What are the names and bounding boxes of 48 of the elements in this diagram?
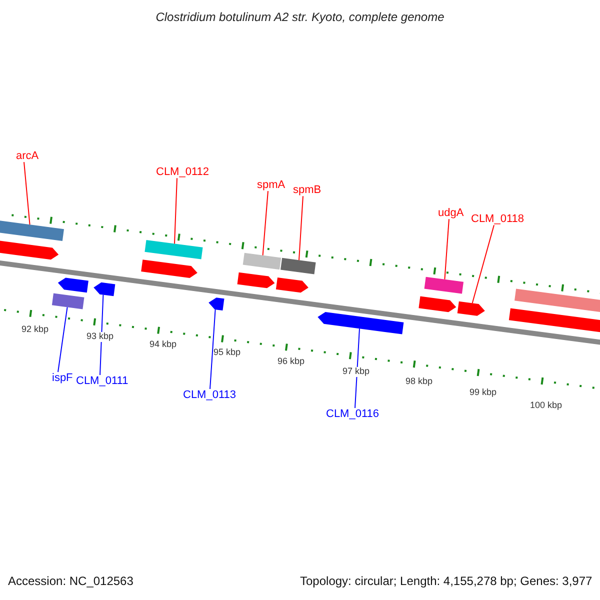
gene-label: CLM_0118 — [471, 213, 524, 226]
gene-bar — [242, 252, 282, 270]
scale-label: 94 kbp — [150, 340, 177, 350]
gene-label: ispF — [52, 372, 73, 384]
cds-feature — [508, 308, 600, 334]
cds-feature — [237, 272, 275, 288]
gene-bar — [424, 276, 464, 294]
scale-label: 99 kbp — [470, 388, 497, 398]
scale-label: 97 kbp — [342, 367, 370, 377]
gene-label: CLM_0113 — [183, 389, 236, 402]
cds-feature — [418, 296, 456, 312]
leader-line — [472, 224, 494, 304]
scale-label: 98 kbp — [406, 377, 433, 387]
gene-label: CLM_0112 — [156, 166, 209, 178]
cds-feature — [276, 277, 308, 293]
gene-label: arcA — [16, 150, 39, 162]
gene-bar — [280, 258, 316, 274]
cds-feature — [58, 278, 88, 293]
gene-bar — [514, 288, 600, 314]
gene-bar — [144, 240, 203, 260]
gene-label: spmB — [293, 184, 322, 196]
leader-line — [58, 306, 68, 372]
chart-title: Clostridium botulinum A2 str. Kyoto, complete genome — [154, 11, 446, 24]
cds-feature — [141, 260, 198, 278]
cds-feature — [0, 240, 59, 260]
gene-label: CLM_0111 — [76, 375, 128, 388]
leader-line — [354, 328, 360, 408]
scale-label: 92 kbp — [22, 325, 49, 335]
scale-label: 93 kbp — [86, 332, 114, 342]
scale-label: 96 kbp — [278, 357, 305, 367]
scale-label: 100 kbp — [530, 401, 562, 411]
cds-feature — [318, 312, 404, 334]
scale-label: 95 kbp — [214, 348, 241, 358]
footer-text: Topology: circular; Length: 4,155,278 bp; Genes: 3,977 — [300, 575, 592, 588]
cds-feature — [208, 298, 224, 311]
gene-label: spmA — [257, 179, 286, 192]
cds-feature — [94, 282, 116, 296]
gene-label: udgA — [438, 207, 464, 220]
footer-text: Accession: NC_012563 — [8, 575, 134, 588]
gene-label: CLM_0116 — [326, 408, 379, 420]
leader-line — [100, 294, 104, 376]
leader-line — [262, 190, 268, 256]
leader-line — [210, 309, 216, 390]
gene-bar — [0, 220, 64, 241]
gene-bar — [52, 293, 84, 310]
cds-feature — [457, 301, 485, 316]
leader-line — [24, 162, 30, 226]
leader-line — [444, 218, 450, 280]
